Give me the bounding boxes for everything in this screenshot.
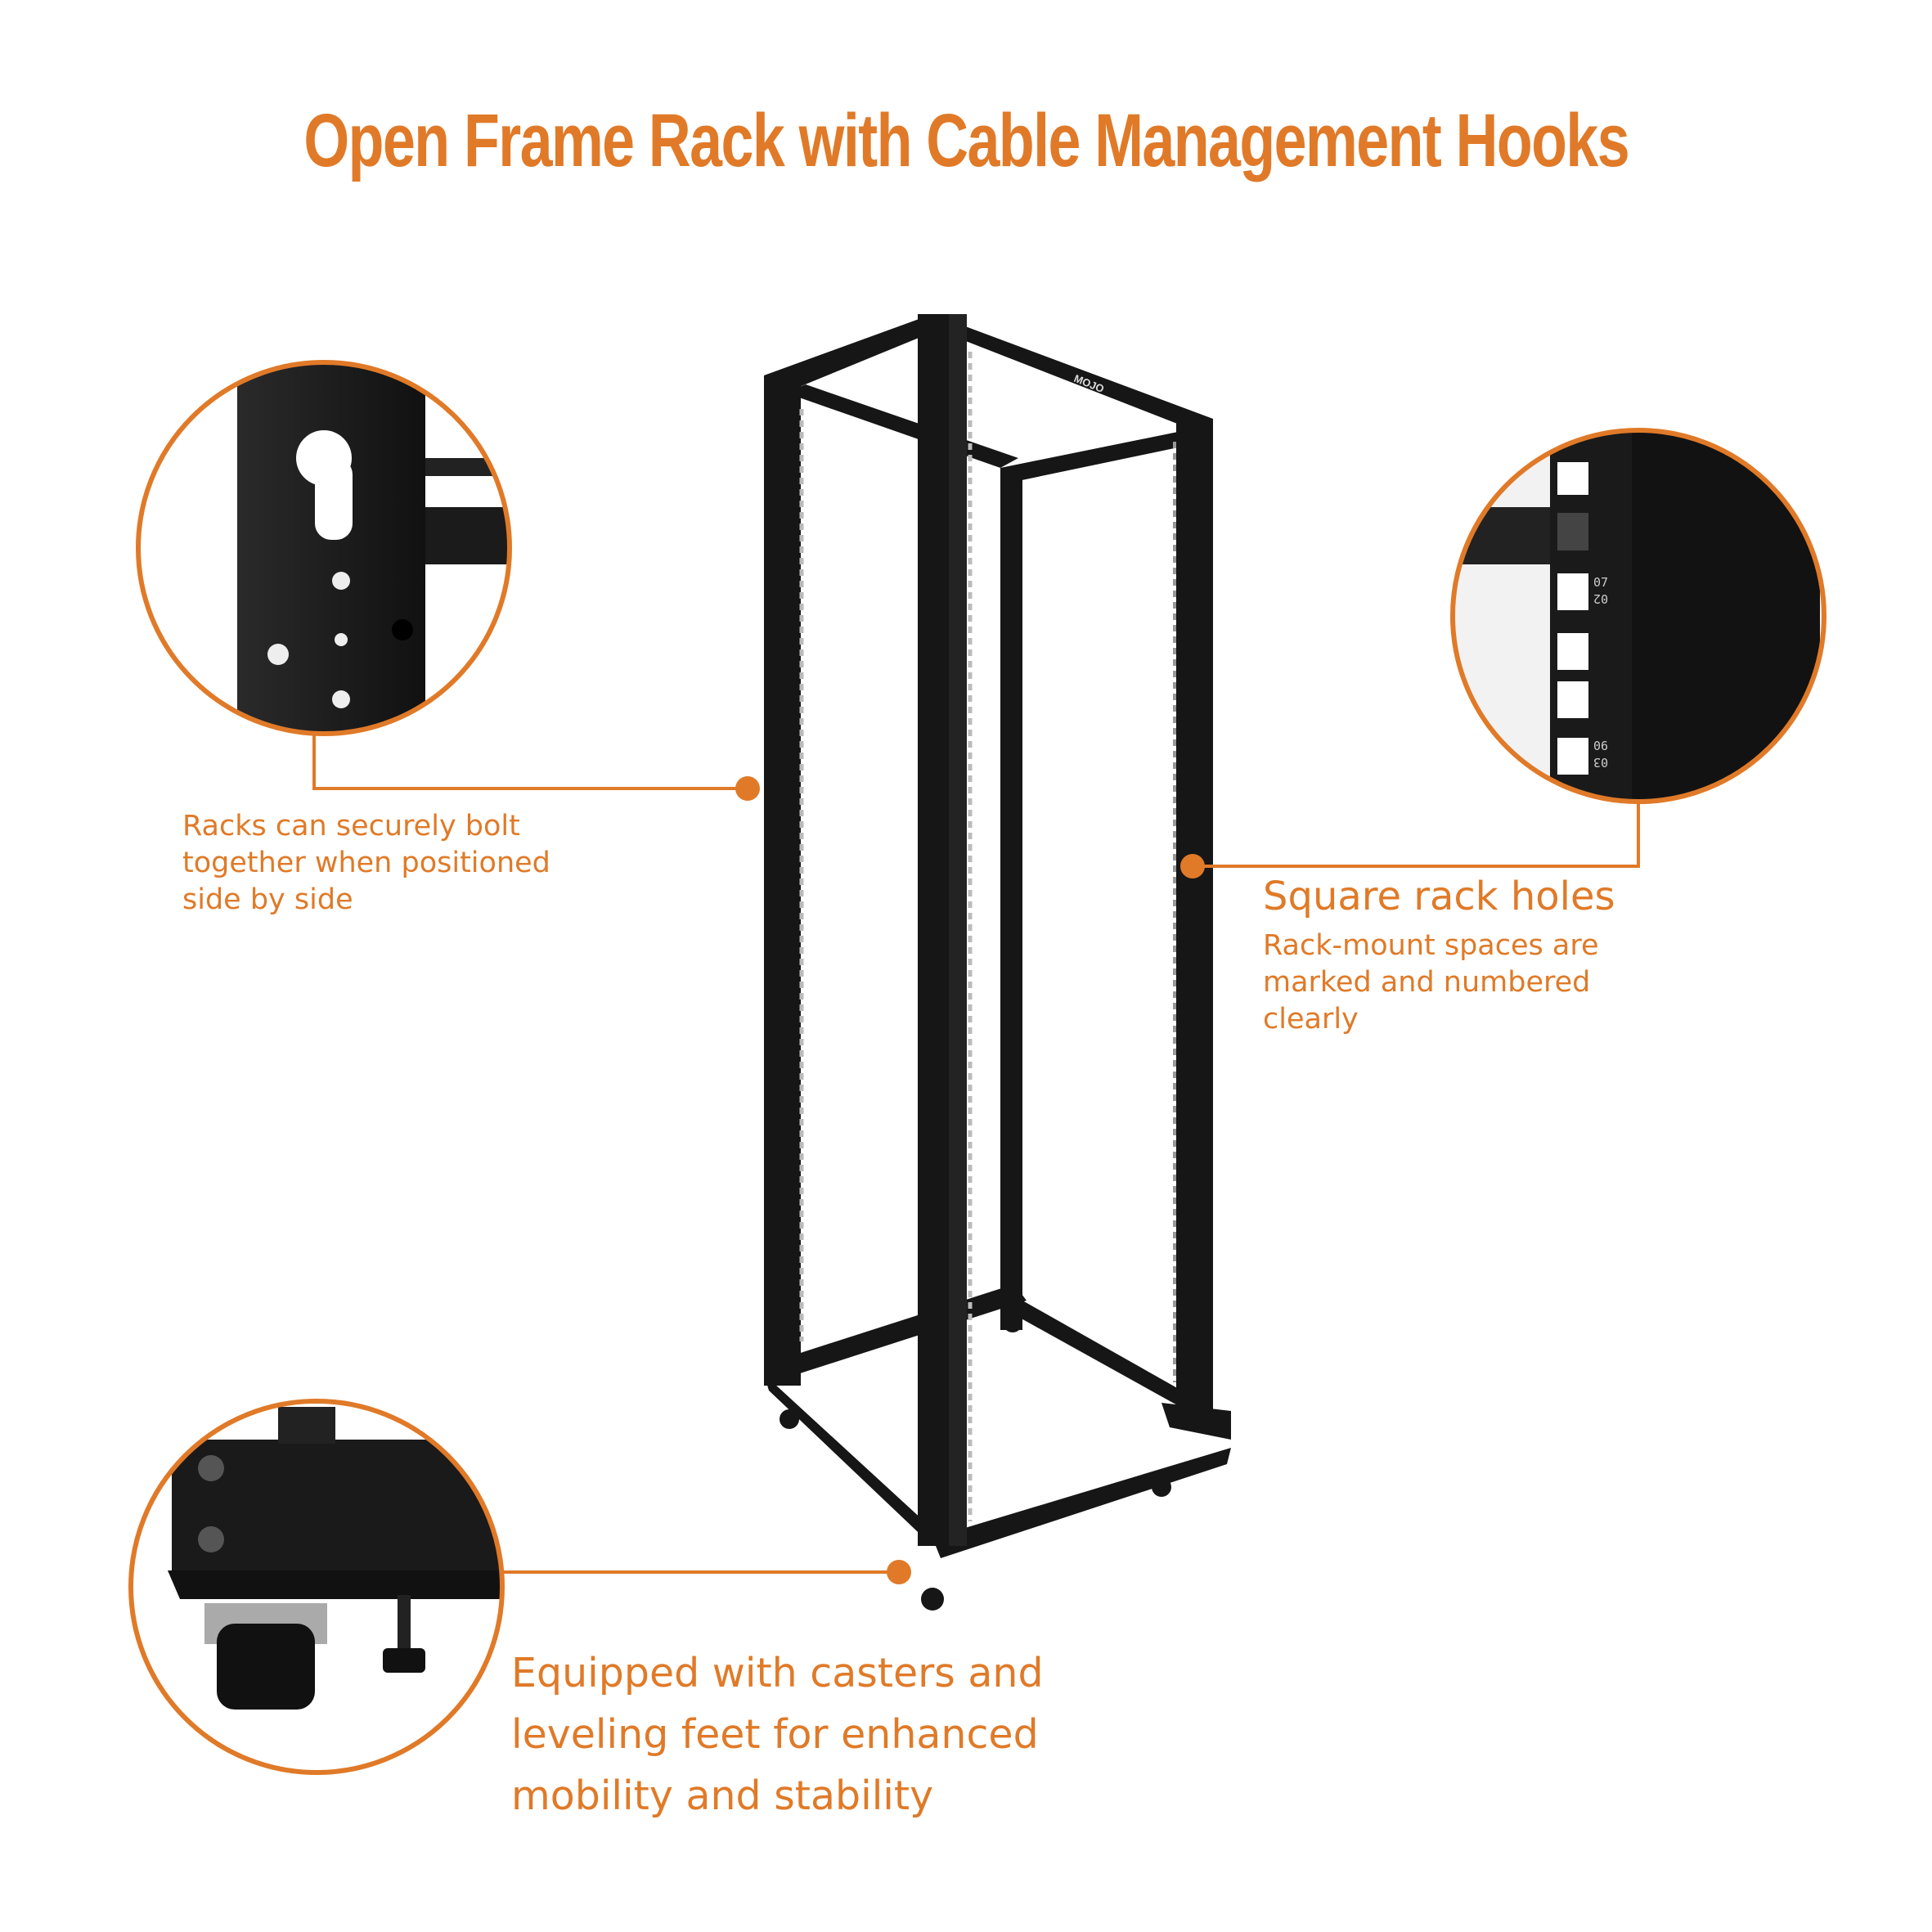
page-title: Open Frame Rack with Cable Management Ho… (0, 98, 1932, 184)
callout-dot-bolt (735, 776, 760, 801)
rail-numbers: 07 02 06 03 (1593, 574, 1608, 771)
callout-line-holes (1193, 802, 1640, 868)
bolt-holes-detail-image (139, 363, 509, 733)
callout-holes-heading: Square rack holes (1263, 874, 1615, 919)
rail-number: 06 (1593, 739, 1609, 753)
callout-bolt-text: Racks can securely bolt together when po… (182, 808, 550, 919)
casters-detail-image (132, 1402, 501, 1772)
callout-line: side by side (182, 883, 353, 916)
rail-number: 03 (1593, 755, 1609, 770)
callout-line-bolt (312, 734, 748, 790)
callout-line: Racks can securely bolt (182, 810, 520, 842)
callout-line: together when positioned (182, 847, 550, 879)
callout-holes-text: Rack-mount spaces are marked and numbere… (1263, 928, 1599, 1038)
callout-line: leveling feet for enhanced (511, 1711, 1039, 1758)
rail-number: 07 (1593, 575, 1609, 590)
callout-line: marked and numbered (1263, 966, 1591, 999)
open-frame-rack: MOJO (764, 314, 1231, 1611)
callout-line: mobility and stability (511, 1772, 934, 1819)
callout-line: clearly (1263, 1003, 1359, 1036)
callout-dot-holes (1180, 854, 1205, 878)
rail-number: 02 (1593, 591, 1609, 606)
title-text: Open Frame Rack with Cable Management Ho… (303, 99, 1629, 182)
callout-dot-casters (887, 1560, 911, 1584)
callout-casters-text: Equipped with casters and leveling feet … (511, 1642, 1044, 1826)
callout-line: Equipped with casters and (511, 1650, 1044, 1696)
callout-line: Rack-mount spaces are (1263, 929, 1599, 962)
square-rack-holes-detail-image (1453, 431, 1823, 801)
